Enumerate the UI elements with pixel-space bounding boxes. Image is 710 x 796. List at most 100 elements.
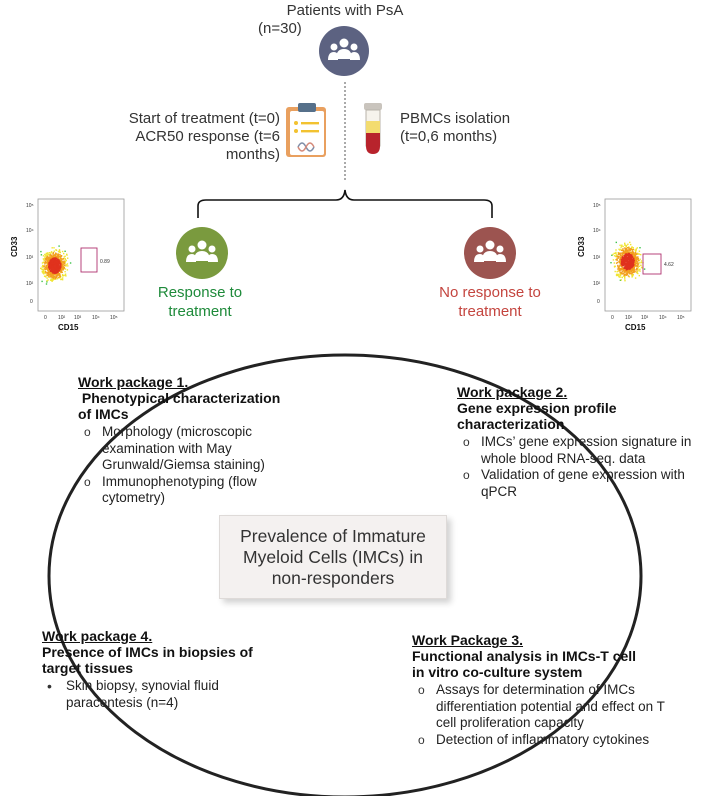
flow-event-dot	[633, 253, 635, 255]
flow-event-dot	[630, 247, 633, 249]
flow-event-dot	[619, 256, 621, 258]
flow-event-dot	[45, 283, 48, 285]
flow-event-dot	[54, 267, 56, 270]
work-package-4: Work package 4. Presence of IMCs in biop…	[42, 628, 302, 711]
flow-event-dot	[45, 261, 47, 263]
flow-event-dot	[58, 249, 61, 251]
flow-event-dot	[628, 246, 630, 248]
flow-event-dot	[620, 259, 623, 261]
flow-event-dot	[626, 244, 628, 247]
flow-event-dot	[53, 250, 55, 252]
flow-event-dot	[631, 251, 633, 254]
flow-event-dot	[43, 268, 45, 270]
flow-event-dot	[632, 255, 634, 257]
flow-event-dot	[634, 254, 636, 256]
flow-event-dot	[632, 256, 634, 258]
flow-event-dot	[619, 267, 621, 270]
flow-right-xtick-2: 10³	[641, 315, 649, 321]
flow-event-dot	[621, 244, 623, 246]
treatment-timeline-text: Start of treatment (t=0) ACR50 response …	[80, 110, 280, 164]
flow-event-dot	[47, 252, 49, 255]
flow-event-dot	[624, 256, 627, 258]
acr50-months: months)	[225, 146, 280, 163]
flow-event-dot	[619, 249, 621, 251]
flow-event-dot	[43, 270, 45, 273]
flow-event-dot	[52, 256, 55, 258]
flow-event-dot	[52, 253, 54, 255]
flow-event-dot	[60, 278, 62, 280]
flow-event-dot	[630, 270, 633, 272]
center-line1: Prevalence of Immature	[240, 525, 426, 546]
wp4-title: Work package 4.	[42, 628, 153, 644]
flow-event-dot	[48, 257, 50, 259]
flow-event-dot	[57, 256, 60, 258]
flow-event-dot	[43, 259, 45, 261]
flow-event-dot	[47, 267, 50, 270]
flow-event-dot	[616, 271, 618, 273]
flow-event-dot	[617, 268, 619, 270]
flow-event-dot	[619, 273, 621, 275]
flow-event-dot	[56, 257, 59, 259]
flow-event-dot	[56, 257, 59, 260]
flow-event-dot	[620, 265, 623, 268]
wp1-item: Morphology (microscopic examination with…	[78, 424, 310, 474]
flow-event-dot	[640, 253, 642, 256]
flow-event-dot	[626, 249, 628, 251]
responders-line2: treatment	[168, 303, 232, 320]
flow-event-dot	[622, 254, 624, 256]
flow-event-dot	[620, 261, 622, 263]
flow-event-dot	[46, 255, 48, 258]
flow-event-dot	[58, 273, 61, 275]
flow-left-y-axis: CD33	[10, 236, 19, 257]
flow-event-dot	[61, 266, 63, 268]
flow-event-dot	[41, 266, 44, 268]
flow-event-dot	[639, 268, 641, 270]
flow-event-dot	[615, 256, 617, 258]
flow-event-dot	[624, 271, 626, 273]
flow-event-dot	[636, 269, 638, 271]
acr50-response: ACR50 response (t=6	[135, 128, 280, 145]
flow-event-dot	[624, 269, 626, 271]
flow-event-dot	[640, 264, 642, 266]
flow-plot-left: CD33 CD15 10⁵ 10⁴ 10³ 10² 0 0 10² 10³ 10…	[10, 195, 130, 340]
flow-event-dot	[49, 257, 51, 259]
split-brace	[197, 189, 493, 218]
flow-event-dot	[42, 269, 45, 272]
flow-event-dot	[636, 252, 639, 255]
flow-event-dot	[617, 264, 619, 267]
flow-event-dot	[51, 272, 53, 274]
flow-event-dot	[51, 267, 54, 270]
flow-event-dot	[64, 274, 66, 276]
flow-event-dot	[53, 267, 55, 269]
flow-event-dot	[640, 261, 643, 264]
flow-event-dot	[624, 273, 627, 276]
flow-event-dot	[627, 255, 629, 258]
flow-event-dot	[635, 261, 637, 263]
flow-event-dot	[55, 252, 57, 254]
flow-event-dot	[53, 257, 55, 260]
wp1-subtitle-line2: of IMCs	[78, 406, 129, 422]
flow-event-dot	[625, 247, 627, 250]
flow-event-dot	[632, 248, 635, 251]
flow-event-dot	[640, 266, 643, 268]
flow-event-dot	[614, 270, 616, 273]
flow-event-dot	[61, 259, 63, 261]
flow-left-xtick-0: 0	[44, 315, 47, 321]
flow-event-dot	[51, 267, 53, 269]
flow-event-dot	[622, 258, 625, 260]
flow-event-dot	[631, 276, 633, 278]
pbmc-timepoints: (t=0,6 months)	[400, 128, 498, 145]
flow-event-dot	[63, 264, 66, 267]
flow-event-dot	[630, 243, 632, 246]
flow-event-dot	[639, 258, 641, 260]
flow-event-dot	[40, 254, 43, 256]
flow-event-dot	[52, 251, 55, 254]
flow-event-dot	[631, 271, 633, 274]
flow-event-dot	[64, 250, 66, 252]
flow-event-dot	[619, 268, 621, 271]
flow-event-dot	[43, 272, 45, 274]
flow-event-dot	[630, 248, 633, 251]
flow-event-dot	[44, 257, 46, 259]
flow-event-dot	[47, 264, 49, 267]
